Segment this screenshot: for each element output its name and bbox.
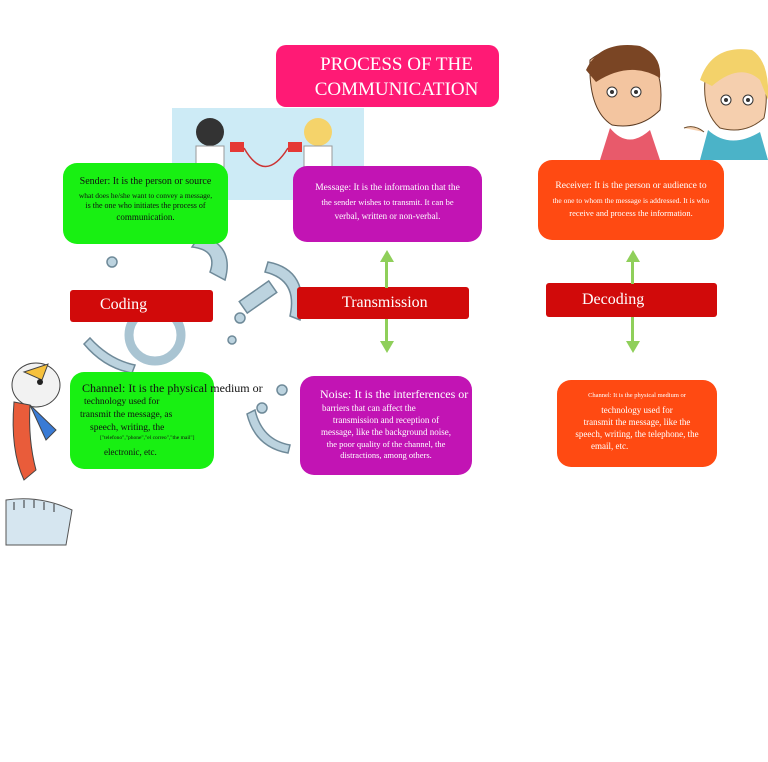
parrot-illustration [11, 362, 61, 481]
diagram-title: PROCESS OF THE COMMUNICATION [276, 45, 499, 107]
noise-line-3: transmission and reception of [332, 415, 440, 426]
channel-left-line-3: transmit the message, as [80, 410, 173, 420]
arrow-line [631, 260, 634, 284]
noise-line-2: barriers that can affect the [322, 403, 416, 414]
channel-left-line-4: speech, writing, the [90, 422, 165, 433]
channel-left-line-6: electronic, etc. [104, 447, 157, 458]
receiver-line-1: Receiver: It is the person or audience t… [555, 181, 707, 191]
arrow-head-down-icon [626, 341, 640, 353]
channel-right-line-1: Channel: It is the physical medium or [588, 392, 686, 399]
channel-left-line-1: Channel: It is the physical medium or [82, 381, 263, 395]
decoding-label-text: Decoding [582, 291, 645, 308]
message-box: Message: It is the information that the … [293, 166, 482, 242]
coding-label: Coding [70, 290, 213, 322]
arrow-head-down-icon [380, 341, 394, 353]
noise-box: Noise: It is the interferences or barrie… [300, 376, 472, 475]
noise-line-5: the poor quality of the channel, the [326, 438, 446, 449]
arrow-line [631, 317, 634, 343]
arrow-line [385, 319, 388, 343]
sender-line-1: Sender: It is the person or source [79, 176, 212, 187]
message-line-1: Message: It is the information that the [315, 183, 460, 193]
title-line-1: PROCESS OF THE [320, 54, 473, 75]
noise-line-6: distractions, among others. [340, 450, 432, 461]
channel-right-box: Channel: It is the physical medium or te… [557, 380, 717, 467]
coding-label-text: Coding [100, 296, 148, 313]
sender-box: Sender: It is the person or source what … [63, 163, 228, 244]
channel-right-line-4: speech, writing, the telephone, the [575, 429, 699, 440]
channel-left-box: Channel: It is the physical medium or te… [70, 372, 263, 469]
channel-left-line-5: ["telefono","phone","el correo","the mai… [100, 434, 195, 441]
sender-line-3: is the one who initiates the process of [85, 200, 206, 210]
scattered-shapes-decoration [82, 234, 303, 454]
title-line-2: COMMUNICATION [314, 79, 479, 100]
channel-left-line-2: technology used for [84, 397, 160, 408]
receiver-box: Receiver: It is the person or audience t… [538, 160, 724, 240]
channel-right-line-5: email, etc. [591, 441, 629, 452]
arrow-head-up-icon [626, 250, 640, 262]
transmission-label-text: Transmission [342, 294, 428, 311]
sender-line-2: what does he/she want to convey a messag… [78, 190, 213, 200]
arrow-head-up-icon [380, 250, 394, 262]
channel-right-line-2: technology used for [601, 404, 673, 415]
decoding-label: Decoding [546, 283, 717, 317]
sender-line-4: communication. [116, 212, 175, 223]
message-line-2: the sender wishes to transmit. It can be [321, 196, 454, 207]
receiver-line-3: receive and process the information. [569, 207, 693, 218]
transmission-label: Transmission [297, 287, 469, 319]
message-line-3: verbal, written or non-verbal. [334, 211, 441, 222]
receiver-line-2: the one to whom the message is addressed… [552, 195, 710, 205]
noise-line-1: Noise: It is the interferences or [320, 387, 469, 401]
noise-line-4: message, like the background noise, [321, 427, 451, 438]
arrow-line [385, 260, 388, 288]
ruler-illustration [5, 498, 73, 546]
children-illustration [586, 45, 768, 160]
channel-right-line-3: transmit the message, like the [583, 416, 691, 427]
